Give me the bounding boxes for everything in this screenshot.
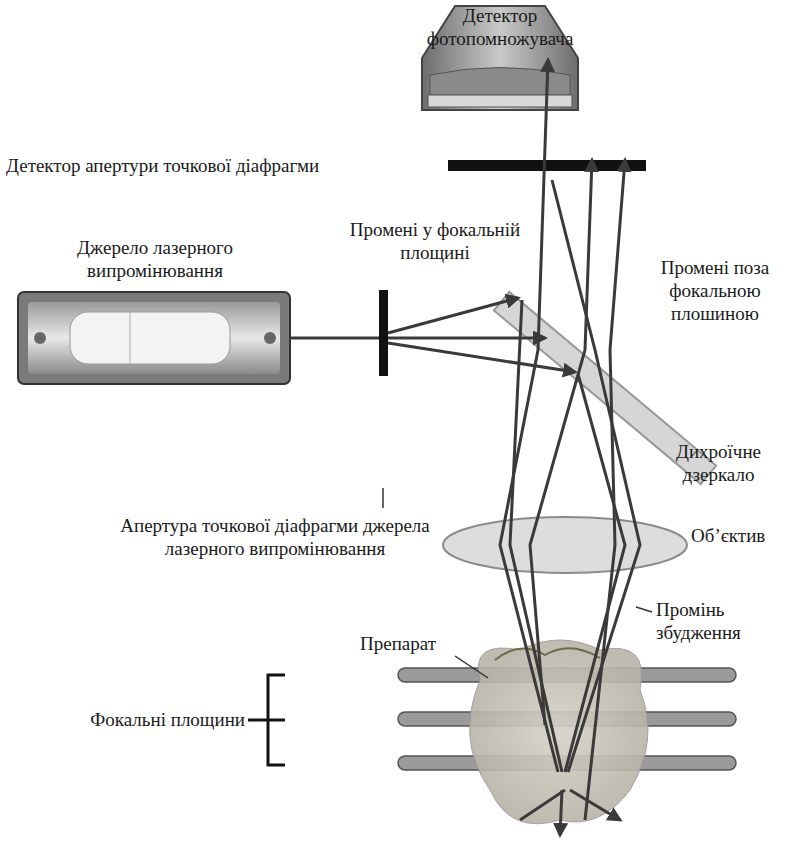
objective-lens: [443, 517, 687, 573]
pinhole-detector-label: Детектор апертури точкової діафрагми: [6, 154, 444, 177]
focal-rays-label: Промені у фокальній площині: [345, 218, 525, 264]
specimen: [470, 640, 648, 824]
laser-pinhole: [379, 290, 388, 376]
focal-planes-label: Фокальні площини: [20, 708, 245, 731]
laser-label: Джерело лазерного випромінювання: [40, 236, 270, 282]
objective-label: Об’єктив: [691, 524, 791, 547]
specimen-label: Препарат: [360, 632, 460, 655]
specimen-top: [495, 648, 600, 660]
leader-line: [636, 607, 652, 612]
out-of-focus-label: Промені поза фокальною плошиною: [639, 256, 791, 325]
leader-line: [455, 656, 488, 678]
leader-line: [382, 488, 384, 508]
mirror-label: Дихроїчне дзеркало: [646, 440, 791, 486]
bracket: [248, 675, 285, 765]
light-rays: [290, 60, 640, 835]
detector-pinhole: [448, 160, 646, 171]
pmt-label: Детектор фотопомножувача: [415, 4, 585, 50]
excitation-label: Промінь збудження: [656, 598, 786, 644]
laser-pinhole-label: Апертура точкової діафрагми джерела лазе…: [120, 514, 430, 560]
laser-source: [18, 292, 290, 384]
